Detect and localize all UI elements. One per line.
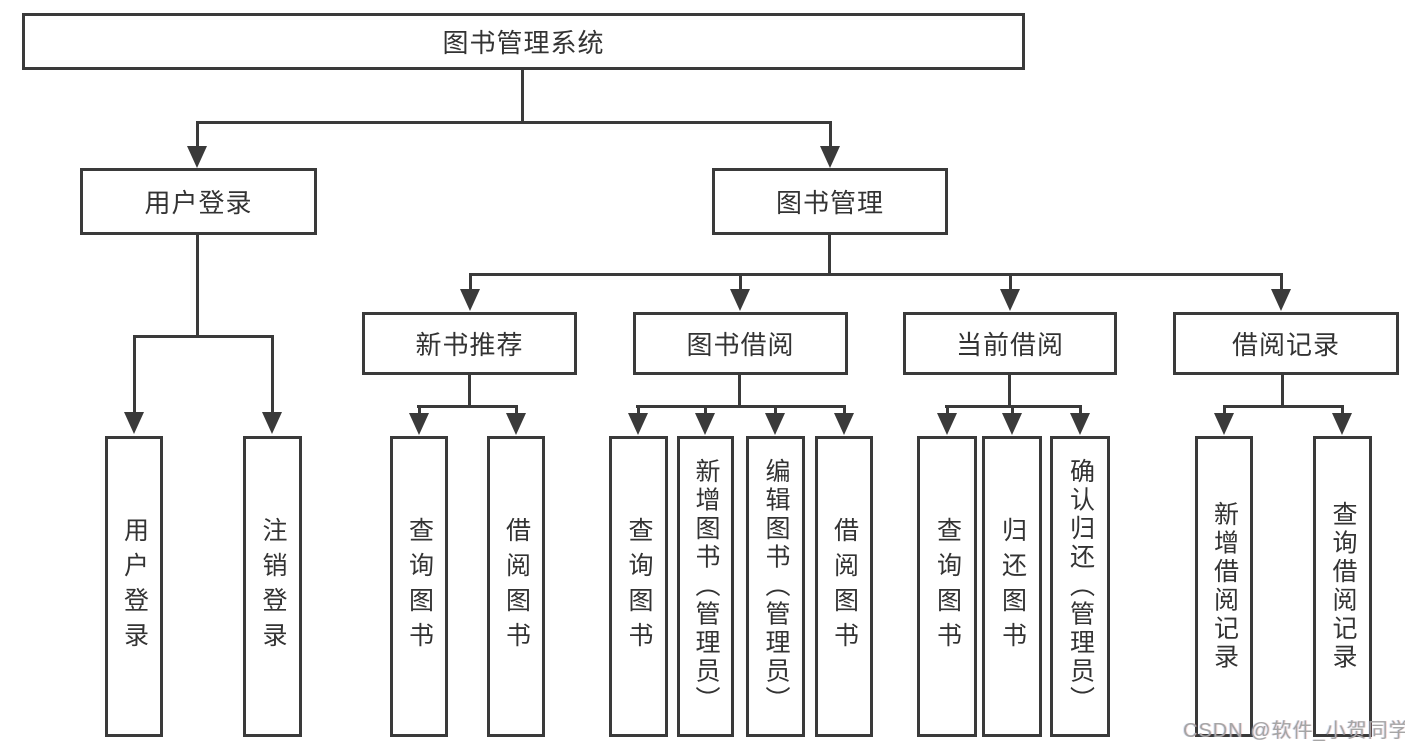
node-leaf-cb-return-books: 归还图书	[982, 436, 1042, 737]
node-leaf-cb-confirm-return-admin: 确认归还（管理员）	[1050, 436, 1110, 737]
arrow-bb-query-books	[628, 405, 648, 435]
node-leaf-bb-edit-books-admin: 编辑图书（管理员）	[746, 436, 805, 737]
connector-current-borrow-stem	[1008, 375, 1011, 407]
connector-current-borrow-split	[945, 405, 1082, 408]
arrow-to-book-management	[820, 121, 840, 168]
node-leaf-user-login: 用户登录	[105, 436, 163, 737]
arrow-to-current-borrowing	[1000, 273, 1020, 311]
arrow-bb-add-books	[695, 405, 715, 435]
node-new-book-recommendation: 新书推荐	[362, 312, 577, 375]
node-user-login: 用户登录	[80, 168, 317, 235]
node-leaf-nb-query-books: 查询图书	[390, 436, 448, 737]
arrow-to-book-borrowing	[730, 273, 750, 311]
node-leaf-bb-borrow-books: 借阅图书	[815, 436, 873, 737]
arrow-to-logout-leaf	[262, 335, 282, 434]
arrow-cb-query-books	[937, 405, 957, 435]
arrow-nb-query-books	[409, 405, 429, 435]
connector-new-book-split	[417, 405, 518, 408]
connector-root-stem	[521, 70, 524, 123]
node-borrowing-records: 借阅记录	[1173, 312, 1399, 375]
node-book-management: 图书管理	[712, 168, 948, 235]
arrow-nb-borrow-books	[506, 405, 526, 435]
arrow-bb-borrow-books	[834, 405, 854, 435]
connector-book-mgmt-split	[469, 273, 1283, 276]
connector-root-split	[196, 121, 832, 124]
connector-new-book-stem	[468, 375, 471, 407]
arrow-rec-query-record	[1332, 405, 1352, 435]
connector-book-borrow-stem	[738, 375, 741, 407]
arrow-bb-edit-books	[765, 405, 785, 435]
arrow-to-borrowing-records	[1271, 273, 1291, 311]
node-leaf-rec-add-record: 新增借阅记录	[1195, 436, 1253, 737]
node-leaf-cb-query-books: 查询图书	[917, 436, 977, 737]
connector-user-login-split	[133, 335, 274, 338]
arrow-to-login-leaf	[124, 335, 144, 434]
arrow-cb-confirm-return	[1070, 405, 1090, 435]
connector-user-login-stem	[196, 235, 199, 337]
arrow-to-user-login	[187, 121, 207, 168]
node-leaf-nb-borrow-books: 借阅图书	[487, 436, 545, 737]
node-leaf-logout: 注销登录	[243, 436, 302, 737]
arrow-cb-return-books	[1002, 405, 1022, 435]
node-leaf-bb-add-books-admin: 新增图书（管理员）	[677, 436, 734, 737]
watermark: CSDN @软件_小贺同学	[1183, 720, 1405, 742]
node-library-management-system: 图书管理系统	[22, 13, 1025, 70]
connector-book-borrow-split	[636, 405, 846, 408]
node-current-borrowing: 当前借阅	[903, 312, 1117, 375]
arrow-rec-add-record	[1214, 405, 1234, 435]
connector-records-stem	[1281, 375, 1284, 407]
connector-book-mgmt-stem	[828, 235, 831, 275]
connector-records-split	[1223, 405, 1344, 408]
node-book-borrowing: 图书借阅	[633, 312, 848, 375]
node-leaf-bb-query-books: 查询图书	[609, 436, 668, 737]
node-leaf-rec-query-record: 查询借阅记录	[1313, 436, 1372, 737]
arrow-to-new-book-recommendation	[460, 273, 480, 311]
